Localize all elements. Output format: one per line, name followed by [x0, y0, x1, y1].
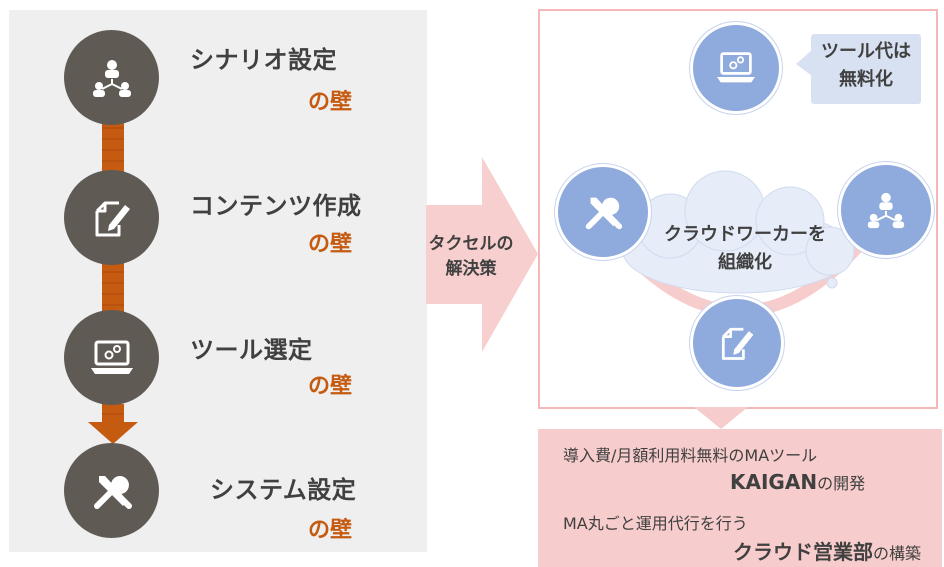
arrow-label-line2: 解決策 [445, 259, 497, 279]
arrow-label-line1: タクセルの [428, 234, 514, 254]
summary-line2-rest: の開発 [817, 474, 866, 493]
step-icon-circle [64, 30, 159, 125]
edit-circle [690, 296, 784, 390]
tool-circle [690, 22, 782, 114]
step-title: コンテンツ作成 [190, 192, 362, 220]
step-title: シナリオ設定 [190, 46, 337, 74]
summary-line4: クラウド営業部の構築 [733, 536, 921, 565]
cloud-sales-name: クラウド営業部 [733, 540, 873, 564]
step-title: ツール選定 [190, 336, 313, 364]
cloud-line1: クラウドワーカーを [664, 224, 826, 245]
kaigan-name: KAIGAN [730, 470, 818, 494]
edit-icon [95, 201, 130, 236]
solution-summary-box [538, 429, 942, 567]
step-icon-circle [64, 443, 159, 538]
step-subtitle: の壁 [308, 518, 353, 543]
tools-icon [93, 475, 132, 509]
step-subtitle: の壁 [308, 374, 353, 399]
step-icon-circle [64, 170, 159, 265]
step-subtitle: の壁 [308, 90, 353, 115]
summary-line4-rest: の構築 [873, 544, 922, 563]
bubble-line2: 無料化 [839, 69, 893, 90]
step-connector [102, 404, 124, 424]
speech-bubble-text: ツール代は 無料化 [811, 38, 921, 94]
cloud-label: クラウドワーカーを 組織化 [645, 221, 845, 277]
network-icon [92, 59, 131, 97]
summary-line3: MA丸ごと運用代行を行う [563, 514, 748, 533]
panel-pointer [694, 407, 748, 429]
step-title: システム設定 [210, 476, 357, 504]
edit-icon [721, 327, 754, 360]
speech-bubble [811, 34, 921, 104]
bubble-line1: ツール代は [821, 41, 911, 62]
solution-arrow-label: タクセルの 解決策 [426, 232, 516, 282]
laptop-gear-icon [717, 52, 755, 83]
step-icon-circle [64, 310, 159, 405]
summary-line2: KAIGANの開発 [730, 470, 865, 494]
step-connector [102, 262, 124, 322]
laptop-gear-icon [90, 340, 133, 374]
down-arrowhead [88, 422, 138, 444]
bubble-tail [796, 50, 812, 76]
solution-arrow [426, 157, 538, 352]
summary-line1: 導入費/月額利用料無料のMAツール [563, 446, 818, 465]
network-circle [838, 162, 934, 258]
cloud-line2: 組織化 [718, 252, 772, 273]
tools-circle [555, 164, 651, 260]
cloud-shape [622, 170, 855, 294]
step-connector [102, 118, 124, 176]
tools-icon [585, 197, 623, 230]
network-icon [867, 192, 905, 229]
step-subtitle: の壁 [308, 232, 353, 257]
